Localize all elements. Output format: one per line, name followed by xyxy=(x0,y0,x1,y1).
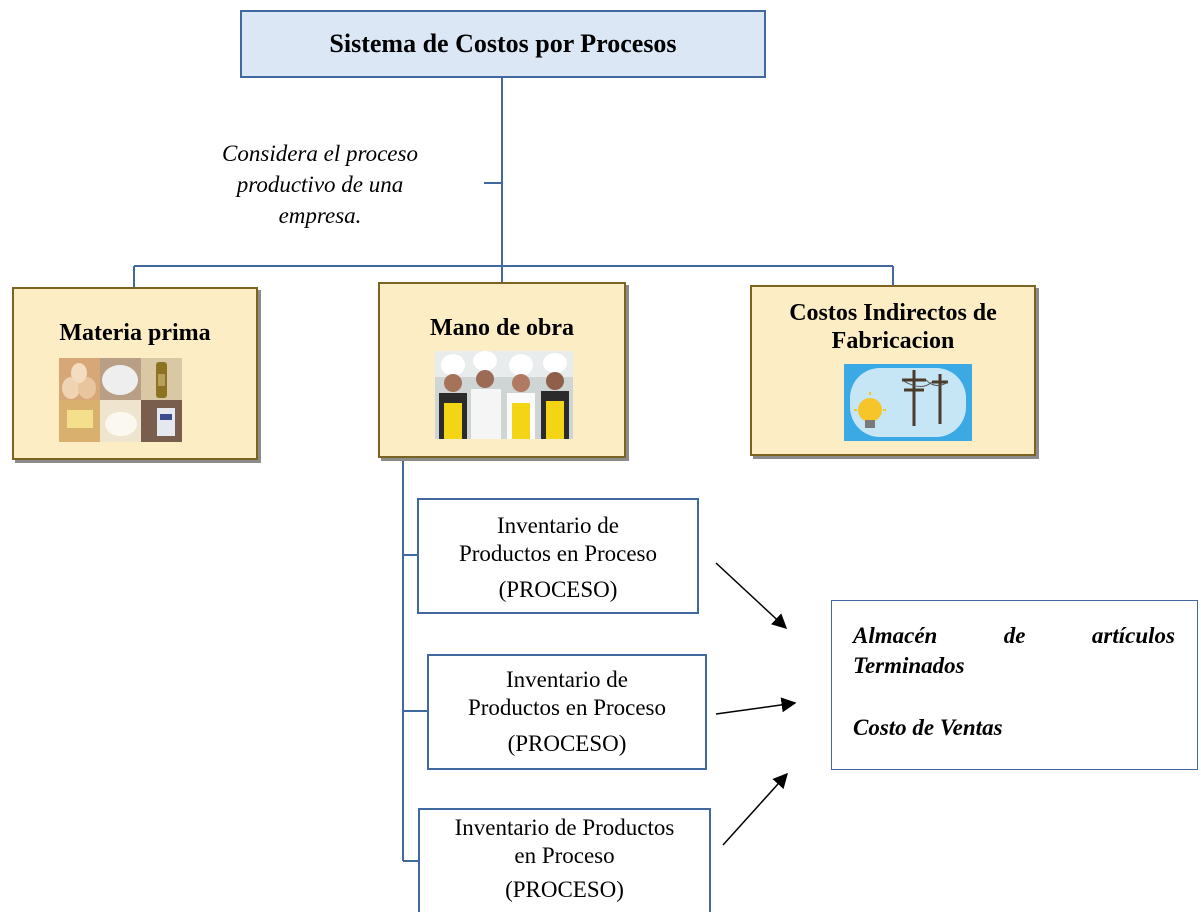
process-box-3: Inventario de Productos en Proceso (PROC… xyxy=(418,808,711,912)
note-text: Considera el proceso productivo de una e… xyxy=(222,141,418,228)
category-costos-indirectos: Costos Indirectos de Fabricacion xyxy=(750,285,1036,456)
chefs-photo-icon xyxy=(435,351,573,439)
process-tag: (PROCESO) xyxy=(505,877,624,902)
result-line3: Costo de Ventas xyxy=(853,715,1003,740)
category-materia-prima: Materia prima xyxy=(12,287,258,460)
arrow-process-2 xyxy=(715,697,797,715)
process-box-2: Inventario de Productos en Proceso (PROC… xyxy=(427,654,707,770)
process-box-1: Inventario de Productos en Proceso (PROC… xyxy=(417,498,699,614)
result-box: Almacén de artículos Terminados Costo de… xyxy=(831,600,1198,770)
lightbulb-power-lines-icon xyxy=(844,364,972,441)
category-label: Materia prima xyxy=(59,320,211,346)
ingredients-photo-icon xyxy=(59,358,182,442)
category-label-line1: Costos Indirectos de xyxy=(789,300,997,326)
category-label-line2: Fabricacion xyxy=(831,328,955,354)
result-line2: Terminados xyxy=(853,653,965,678)
category-label: Mano de obra xyxy=(430,315,574,341)
arrow-process-1 xyxy=(715,562,788,630)
title-box: Sistema de Costos por Procesos xyxy=(240,10,766,78)
process-tag: (PROCESO) xyxy=(498,577,618,602)
arrow-process-3 xyxy=(722,772,789,846)
category-mano-de-obra: Mano de obra xyxy=(378,282,626,458)
title-text: Sistema de Costos por Procesos xyxy=(329,29,677,58)
result-line1: Almacén de artículos xyxy=(853,623,1175,648)
process-tag: (PROCESO) xyxy=(507,731,627,756)
